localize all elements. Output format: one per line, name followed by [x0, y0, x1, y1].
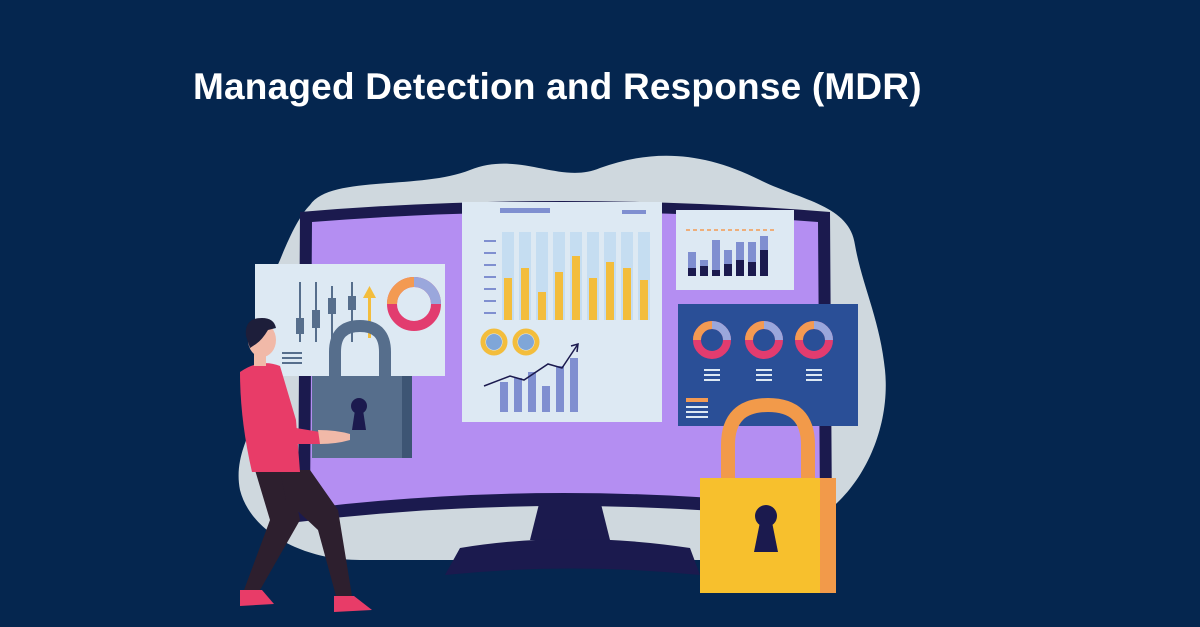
ring-indicator	[512, 328, 540, 356]
ring-indicator	[480, 328, 508, 356]
donut-chart-icon	[745, 321, 783, 359]
bar-chart-icon	[502, 232, 650, 320]
person-illustration	[240, 318, 372, 612]
panel-header-line	[500, 208, 550, 213]
padlock-icon	[312, 319, 412, 458]
donut-chart-icon	[795, 321, 833, 359]
panel-header-line	[622, 210, 646, 214]
candlestick-chart-icon	[296, 282, 356, 342]
legend-lines	[704, 369, 822, 381]
arrow-up-icon	[363, 286, 376, 338]
axis-ticks	[484, 240, 496, 314]
padlock-icon	[700, 397, 836, 593]
top-right-panel	[676, 210, 794, 290]
legend-lines	[282, 352, 302, 364]
page-title: Managed Detection and Response (MDR)	[193, 66, 922, 107]
monitor-neck	[530, 500, 610, 540]
line-chart-icon	[483, 342, 579, 412]
donut-chart-icon	[693, 321, 731, 359]
donut-chart-icon	[387, 277, 441, 331]
bar-chart-icon	[688, 236, 768, 276]
monitor-base	[445, 539, 700, 575]
